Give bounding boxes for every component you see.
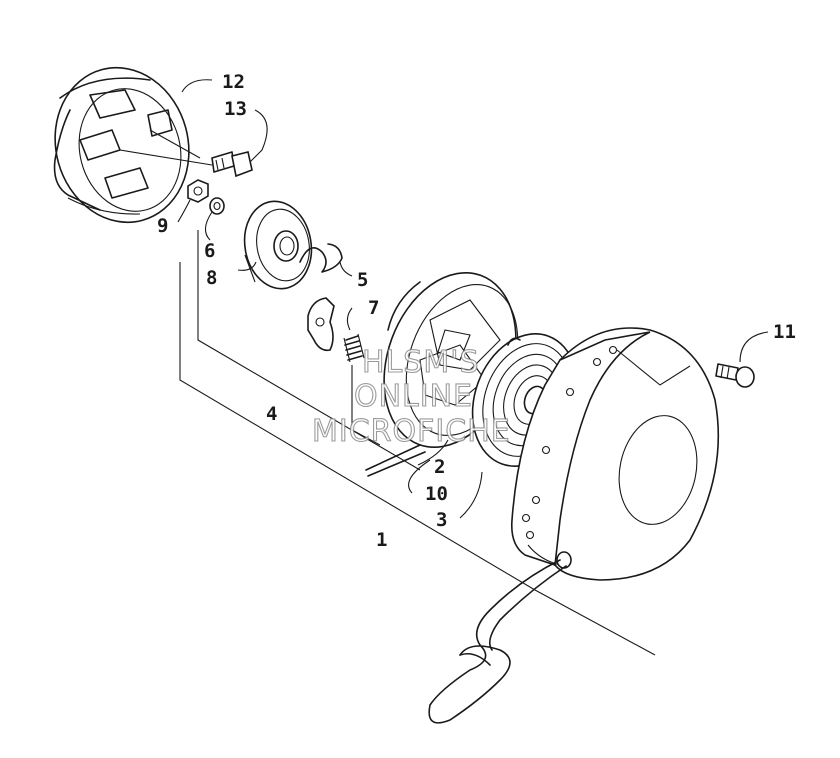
callout-1: 1 (376, 529, 387, 551)
part-12-starter-cup (53, 66, 190, 224)
watermark-line-1: HLSM'S (362, 345, 480, 380)
watermark: HLSM'S ONLINE MICROFICHE (311, 344, 511, 449)
part-7-pawl (307, 297, 335, 352)
callout-11: 11 (773, 321, 796, 343)
callout-13: 13 (224, 98, 247, 120)
part-6-washer (209, 197, 225, 215)
callout-labels: 12 13 9 6 8 5 7 11 4 2 10 3 1 (157, 71, 796, 551)
callout-6: 6 (204, 240, 215, 262)
callout-4: 4 (266, 403, 277, 425)
leader-lines (177, 79, 769, 519)
callout-12: 12 (222, 71, 245, 93)
callout-9: 9 (157, 215, 168, 237)
part-9-nut (187, 179, 209, 203)
callout-2: 2 (434, 456, 445, 478)
callout-5: 5 (357, 269, 368, 291)
part-11-screw (715, 363, 755, 388)
callout-7: 7 (368, 297, 379, 319)
callout-10: 10 (425, 483, 448, 505)
part-5-spring-clip (299, 243, 343, 273)
part-8-drive-plate (243, 200, 313, 290)
assembly-lines (119, 129, 691, 656)
part-13-bolt (211, 151, 253, 178)
callout-3: 3 (436, 509, 447, 531)
part-3-starter-housing (510, 327, 720, 581)
watermark-line-2: ONLINE (354, 379, 473, 414)
part-1-starter-rope (428, 559, 567, 724)
watermark-line-3: MICROFICHE (312, 414, 511, 449)
callout-8: 8 (206, 267, 217, 289)
part-7-spring (343, 333, 365, 363)
